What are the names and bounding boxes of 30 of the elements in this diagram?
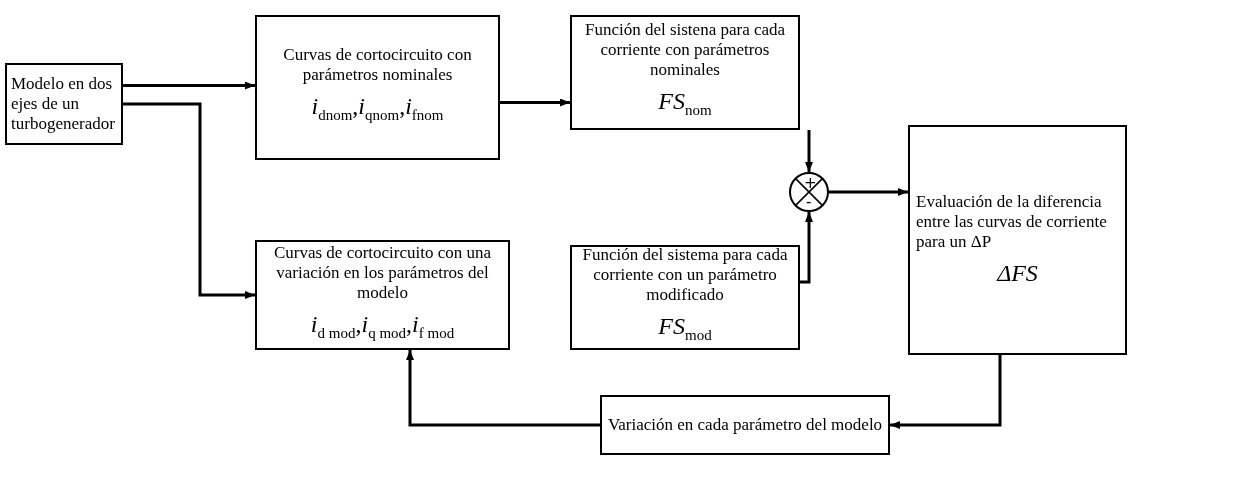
formula: FS$_{mod}$ [658, 312, 712, 345]
arrow [123, 102, 255, 299]
formula: FS$_{nom}$ [658, 87, 712, 120]
box-text: Función del sistena para cada corriente con parámetros nominales [583, 20, 787, 81]
arrow [829, 188, 908, 196]
process-box [5, 63, 123, 145]
formula: i$_{dnom}$,i$_{qnom}$,i$_{fnom}$ [311, 92, 444, 125]
process-box [570, 245, 800, 350]
arrow [800, 212, 813, 284]
arrow [123, 81, 255, 90]
process-box [255, 15, 500, 160]
box-text: Función del sistema para cada corriente con un parámetro modificado [581, 245, 789, 306]
box-text: Curvas de cortocircuito con parámetros nominales [282, 45, 473, 86]
plus-sign: + [804, 176, 817, 191]
process-box [908, 125, 1127, 355]
summing-junction [789, 172, 829, 212]
minus-sign: - [806, 195, 812, 210]
box-text: Modelo en dos ejes de un turbogenerador [11, 74, 116, 134]
box-text: Curvas de cortocircuito con una variación en los parámetros del modelo [272, 242, 493, 303]
arrow [406, 350, 600, 427]
box-text: Evaluación de la diferencia entre las curvas de corriente para un ΔP [915, 192, 1108, 252]
process-box [255, 240, 510, 350]
arrow [890, 355, 1002, 429]
process-box [600, 395, 890, 455]
process-box [570, 15, 800, 130]
arrow [500, 98, 570, 107]
formula: i$_{d mod}$,i$_{q mod}$,i$_{f mod}$ [310, 309, 455, 343]
box-text: Variación en cada parámetro del modelo [607, 415, 883, 435]
formula: ΔFS [997, 259, 1038, 288]
arrow [805, 130, 813, 172]
